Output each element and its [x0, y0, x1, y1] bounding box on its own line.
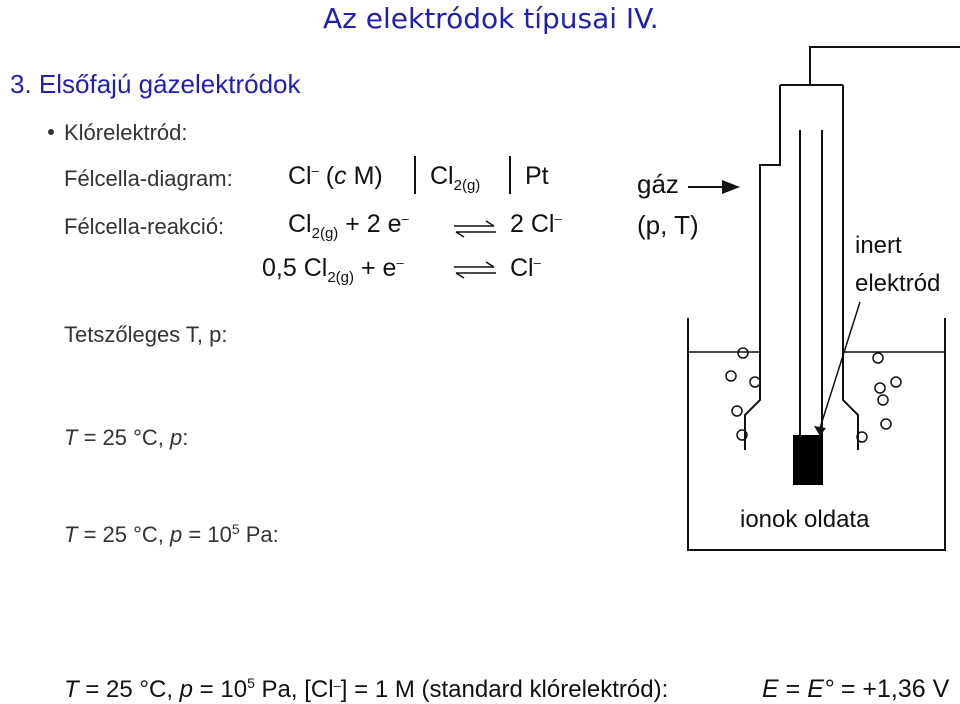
inert-label: inert	[855, 232, 902, 259]
beaker	[687, 318, 946, 551]
label-pointer	[819, 301, 861, 429]
reaction-2-right: Cl–	[510, 254, 541, 282]
standard-condition: T = 25 °C, p = 105 Pa, [Cl–] = 1 M (stan…	[64, 675, 669, 703]
condition-arbitrary: Tetszőleges T, p:	[64, 322, 228, 347]
diagram-label: Félcella-diagram:	[64, 166, 233, 191]
gas-tube-left	[744, 85, 781, 450]
equilibrium-arrow-1-icon	[454, 220, 496, 238]
gas-electrode-diagram	[687, 46, 960, 551]
gas-label: gáz	[637, 169, 679, 199]
reaction-2-left: 0,5 Cl2(g) + e–	[262, 254, 404, 286]
reaction-label: Félcella-reakció:	[64, 214, 225, 239]
bullet-text: Klórelektród:	[64, 120, 188, 145]
reaction-1-left: Cl2(g) + 2 e–	[288, 210, 409, 242]
electrode-label: elektród	[855, 270, 941, 297]
equilibrium-arrow-2-icon	[454, 261, 496, 279]
diagram-pt: Pt	[525, 162, 549, 190]
condition-25c-standard-pressure: T = 25 °C, p = 105 Pa:	[64, 521, 279, 547]
phase-boundary-1	[414, 156, 416, 194]
diagram-cl-ion: Cl– (c M)	[288, 162, 383, 190]
diagram-cl2: Cl2(g)	[430, 162, 481, 194]
pressure-temperature-label: (p, T)	[637, 210, 699, 240]
page-title: Az elektródok típusai IV.	[323, 2, 659, 35]
platinum-electrode	[793, 435, 823, 485]
gas-bubbles	[725, 347, 902, 443]
bullet-item: Klórelektród:	[48, 120, 188, 146]
solution-label: ionok oldata	[740, 506, 870, 534]
bullet-dot	[48, 129, 54, 136]
phase-boundary-2	[509, 156, 511, 194]
reaction-1-right: 2 Cl–	[510, 210, 562, 238]
section-heading: 3. Elsőfajú gázelektródok	[10, 69, 301, 99]
condition-25c: T = 25 °C, p:	[64, 425, 189, 450]
standard-potential: E = E° = +1,36 V	[762, 675, 950, 703]
gas-tube-right	[842, 85, 859, 450]
electrode-wire	[809, 46, 960, 85]
